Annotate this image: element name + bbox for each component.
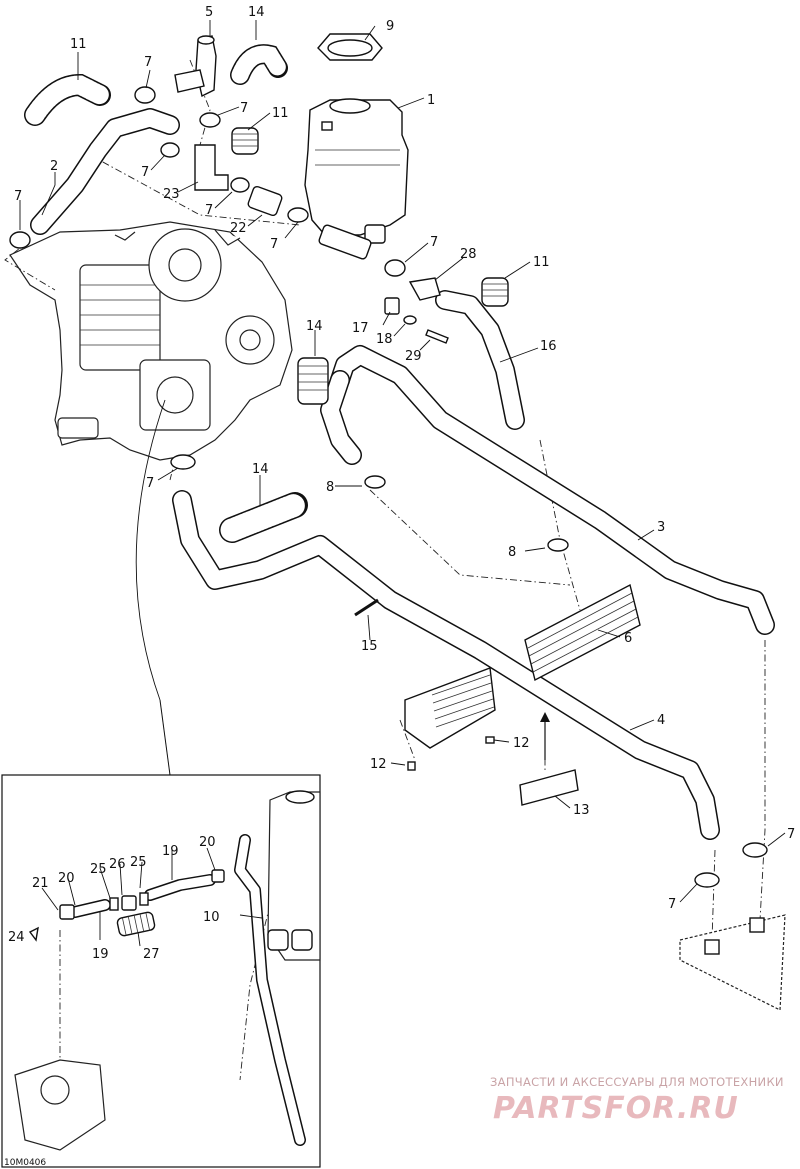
callout-21: 21: [32, 876, 49, 891]
inset-hose-19: [69, 874, 216, 918]
callout-7: 7: [14, 189, 22, 204]
callout-16: 16: [540, 339, 557, 354]
callout-7: 7: [205, 203, 213, 218]
callout-15: 15: [361, 639, 378, 654]
callout-11: 11: [70, 37, 87, 52]
radiator-upper: [524, 583, 641, 682]
callout-25: 25: [90, 862, 107, 877]
hose-4: [172, 490, 720, 840]
corrugated-hose-11-left: [24, 73, 111, 126]
corrugated-sleeve-14-middle: [297, 357, 329, 405]
callout-11: 11: [272, 106, 289, 121]
callout-19: 19: [92, 947, 109, 962]
callout-17: 17: [352, 321, 369, 336]
callout-22: 22: [230, 221, 247, 236]
corrugated-hose-14-top: [230, 44, 288, 85]
callout-28: 28: [460, 247, 477, 262]
callout-11: 11: [533, 255, 550, 270]
radiator-lower: [404, 667, 496, 749]
corrugated-sleeve-11-middle: [231, 127, 259, 155]
connector-tube: [247, 185, 372, 260]
coolant-reservoir: [304, 98, 409, 244]
callout-9: 9: [386, 19, 394, 34]
callout-10: 10: [203, 910, 220, 925]
callout-13: 13: [573, 803, 590, 818]
leader-lines: [19, 20, 786, 947]
bracket-28: [408, 277, 441, 301]
callout-14: 14: [252, 462, 269, 477]
inset-reservoir: [267, 790, 321, 961]
inset-leader-curve: [135, 399, 166, 701]
callout-29: 29: [405, 349, 422, 364]
pad-13: [519, 712, 579, 806]
engine-block: [9, 221, 293, 461]
hose-2: [30, 108, 180, 235]
callout-20: 20: [199, 835, 216, 850]
reference-code: 10M0406: [4, 1158, 46, 1168]
watermark-brand: PARTSFOR.RU: [493, 1091, 739, 1126]
corrugated-sleeve-14-lower: [219, 492, 308, 543]
inset-leader: [159, 699, 171, 776]
callout-18: 18: [376, 332, 393, 347]
corrugated-sleeve-11-right: [481, 277, 509, 307]
callout-6: 6: [624, 631, 632, 646]
callout-24: 24: [8, 930, 25, 945]
callout-7: 7: [146, 476, 154, 491]
callout-3: 3: [657, 520, 665, 535]
callout-19: 19: [162, 844, 179, 859]
callout-7: 7: [240, 101, 248, 116]
rod-15: [354, 598, 379, 617]
inset-pump-fragment: [14, 1059, 106, 1151]
hose-3: [320, 345, 775, 635]
washer-18: [403, 315, 417, 325]
callout-5: 5: [205, 5, 213, 20]
clamps: [9, 86, 768, 888]
rings-8: [364, 475, 569, 552]
watermark: ЗАПЧАСТИ И АКСЕССУАРЫ ДЛЯ МОТОТЕХНИКИ PA…: [490, 1075, 784, 1126]
inset-frame: [1, 774, 321, 1168]
elbow-fitting: [174, 35, 217, 98]
bolt-29: [425, 329, 449, 344]
callout-7: 7: [787, 827, 795, 842]
callout-25: 25: [130, 855, 147, 870]
callout-7: 7: [141, 165, 149, 180]
watermark-tagline: ЗАПЧАСТИ И АКСЕССУАРЫ ДЛЯ МОТОТЕХНИКИ: [490, 1075, 784, 1089]
callout-8: 8: [508, 545, 516, 560]
callout-12: 12: [370, 757, 387, 772]
bracket-17: [384, 297, 400, 315]
t-fitting: [194, 144, 229, 191]
callout-14: 14: [248, 5, 265, 20]
callout-20: 20: [58, 871, 75, 886]
callout-27: 27: [143, 947, 160, 962]
callout-26: 26: [109, 857, 126, 872]
chassis-fragment: [679, 914, 786, 1011]
callout-2: 2: [50, 159, 58, 174]
callout-12: 12: [513, 736, 530, 751]
callout-1: 1: [427, 93, 435, 108]
callout-4: 4: [657, 713, 665, 728]
callout-7: 7: [668, 897, 676, 912]
inset-hose-10: [234, 834, 306, 1146]
callout-7: 7: [144, 55, 152, 70]
callout-labels: 11 7 5 14 9 1 7 11 7 2 7 23 7 22 7 7 28 …: [8, 5, 795, 962]
radiator-cap: [317, 33, 383, 61]
callout-23: 23: [163, 187, 180, 202]
hose-16: [435, 290, 525, 430]
callout-7: 7: [270, 237, 278, 252]
callout-14: 14: [306, 319, 323, 334]
callout-8: 8: [326, 480, 334, 495]
callout-7: 7: [430, 235, 438, 250]
inset-small-parts: [28, 869, 225, 942]
